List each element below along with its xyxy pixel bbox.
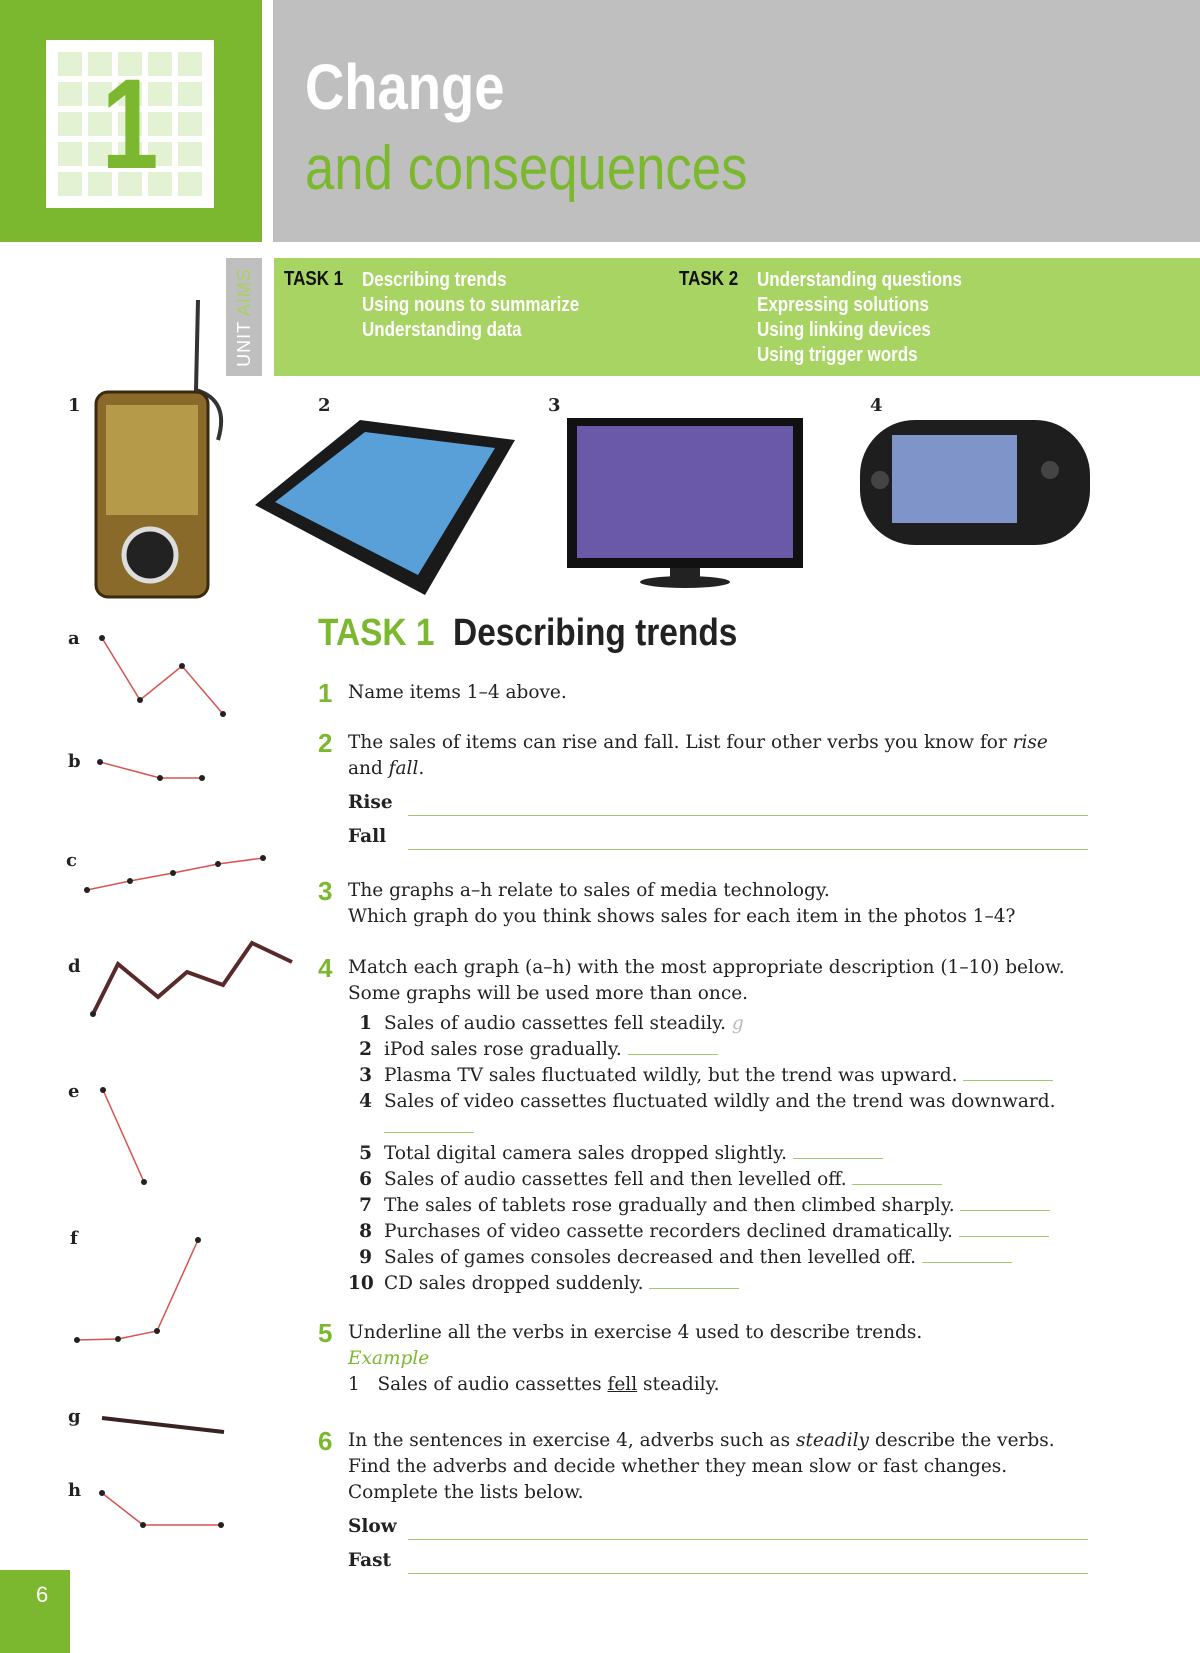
media-player-image [94,299,224,599]
graph-g [101,1416,225,1434]
exercise-5: 5 Underline all the verbs in exercise 4 … [318,1318,923,1395]
answer-line[interactable] [960,1193,1051,1211]
tv-image [567,418,803,588]
unit-title: Change [305,51,505,123]
unit-number-badge: 1 [46,40,214,208]
rise-answer-line[interactable] [408,798,1088,816]
graph-e [102,1089,145,1183]
trend-graphs [74,635,293,1528]
exercise-1: 1 Name items 1–4 above. [318,678,567,708]
unit-number: 1 [101,52,159,196]
graph-label: d [68,956,81,977]
aim-item: Understanding data [362,319,522,341]
graph-b [99,761,202,779]
tablet-image [255,420,515,595]
aim-item: Expressing solutions [757,294,929,316]
graph-h [101,1492,221,1526]
exercise-2: 2 The sales of items can rise and fall. … [318,728,1088,850]
graph-label: a [68,628,80,649]
exercise-3: 3 The graphs a–h relate to sales of medi… [318,876,1016,927]
photo-label: 3 [548,395,561,416]
aims-task2: TASK 2 Understanding questions Expressin… [679,268,962,366]
aim-item: Understanding questions [757,269,962,291]
task-heading: TASK 1 Describing trends [318,612,738,654]
device-photos [94,299,1090,599]
unit-aims-label: UNIT AIMS [226,258,262,376]
unit-aims: TASK 1 Describing trends Using nouns to … [274,258,1200,376]
aim-item: Using linking devices [757,319,931,341]
photo-label: 4 [870,395,883,416]
aim-item: Using nouns to summarize [362,294,580,316]
games-console-image [860,420,1090,545]
graph-label: b [68,751,81,772]
aim-item: Using trigger words [757,344,918,366]
graph-d [91,940,293,1015]
aims-task1: TASK 1 Describing trends Using nouns to … [284,268,580,341]
fast-answer-line[interactable] [408,1556,1088,1574]
answer-line[interactable] [958,1219,1049,1237]
graph-label: c [66,850,77,871]
unit-subtitle: and consequences [305,134,748,203]
answer-text[interactable]: g [731,1013,744,1034]
exercise-4: 4 Match each graph (a–h) with the most a… [318,953,1128,1297]
graph-a [101,637,224,715]
aim-item: Describing trends [362,269,507,291]
page-number: 6 [0,1570,70,1653]
photo-label: 1 [68,395,81,416]
photo-label: 2 [318,395,331,416]
graph-label: f [70,1228,78,1249]
fall-answer-line[interactable] [408,832,1088,850]
answer-line[interactable] [963,1063,1054,1081]
answer-line[interactable] [384,1115,474,1133]
graph-f [76,1239,199,1341]
title-banner [273,0,1200,242]
answer-line[interactable] [792,1141,883,1159]
graph-label: h [68,1480,82,1501]
answer-line[interactable] [921,1245,1012,1263]
answer-line[interactable] [852,1167,943,1185]
answer-line[interactable] [649,1271,740,1289]
exercise-6: 6 In the sentences in exercise 4, adverb… [318,1426,1088,1574]
slow-answer-line[interactable] [408,1522,1088,1540]
graph-label: g [68,1406,81,1427]
graph-label: e [68,1081,80,1102]
answer-line[interactable] [627,1037,718,1055]
